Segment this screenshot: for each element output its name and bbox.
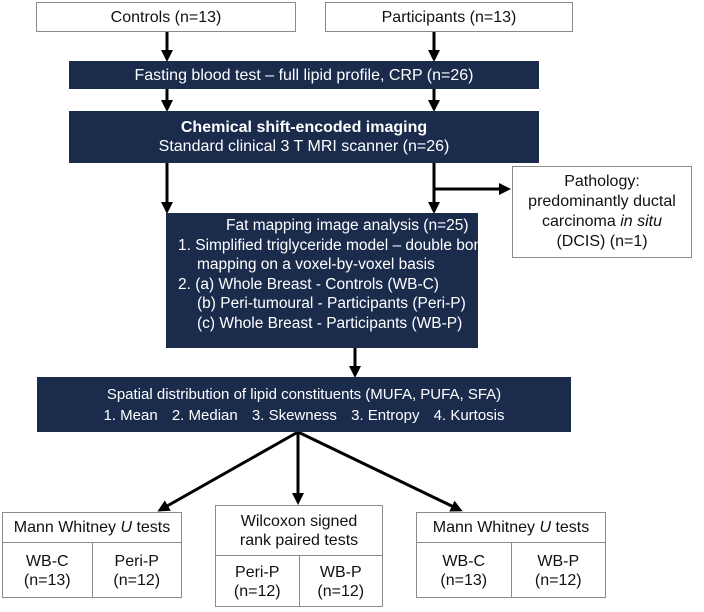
method-kurtosis: 4. Kurtosis (433, 406, 505, 424)
spatial-methods: 1. Mean 2. Median 3. Skewness 3. Entropy… (98, 406, 509, 425)
blood-test-label: Fasting blood test – full lipid profile,… (134, 66, 474, 84)
imaging-box: Chemical shift-encoded imaging Standard … (69, 111, 539, 163)
middle-test-box: Wilcoxon signed rank paired tests Peri-P… (215, 505, 383, 607)
left-test-title-pre: Mann Whitney (13, 519, 121, 536)
middle-test-columns: Peri-P (n=12) WB-P (n=12) (216, 556, 382, 607)
left-test-col1-n: (n=13) (23, 571, 71, 589)
pathology-line4: (DCIS) (n=1) (556, 233, 648, 250)
middle-test-title-line2: rank paired tests (239, 531, 359, 549)
right-test-columns: WB-C (n=13) WB-P (n=12) (417, 543, 605, 598)
fat-mapping-title: Fat mapping image analysis (n=25) (226, 217, 469, 234)
arrow-spatial-to-right-test (297, 430, 463, 512)
middle-test-title-line1: Wilcoxon signed (240, 512, 358, 530)
method-skewness: 3. Skewness (251, 406, 337, 424)
middle-test-col2-label: WB-P (319, 563, 362, 581)
imaging-subtitle: Standard clinical 3 T MRI scanner (n=26) (158, 138, 450, 155)
method-mean: 1. Mean (103, 406, 158, 424)
right-test-col2-label: WB-P (537, 552, 580, 570)
blood-test-box: Fasting blood test – full lipid profile,… (69, 61, 539, 89)
left-test-title-u: U (120, 519, 133, 536)
controls-box: Controls (n=13) (36, 2, 296, 32)
method-median: 2. Median (171, 406, 238, 424)
spatial-box: Spatial distribution of lipid constituen… (37, 377, 571, 432)
right-test-col2: WB-P (n=12) (512, 543, 606, 598)
left-test-col2-label: Peri-P (114, 552, 159, 570)
method-entropy: 3. Entropy (351, 406, 420, 424)
fat-mapping-item2c: (c) Whole Breast - Participants (WB-P) (197, 314, 463, 332)
right-test-box: Mann Whitney U tests WB-C (n=13) WB-P (n… (416, 512, 606, 598)
pathology-box: Pathology: predominantly ductal carcinom… (512, 166, 692, 258)
pathology-line3-text: carcinoma (541, 213, 621, 230)
participants-box: Participants (n=13) (325, 2, 573, 32)
right-test-title: Mann Whitney U tests (417, 513, 605, 543)
right-test-col2-n: (n=12) (534, 571, 582, 589)
pathology-line2: predominantly ductal (528, 193, 676, 210)
left-test-columns: WB-C (n=13) Peri-P (n=12) (3, 543, 181, 598)
left-test-box: Mann Whitney U tests WB-C (n=13) Peri-P … (2, 512, 182, 598)
spatial-title: Spatial distribution of lipid constituen… (106, 385, 502, 403)
middle-test-col2: WB-P (n=12) (300, 556, 383, 607)
pathology-in-situ: in situ (620, 213, 663, 230)
fat-mapping-item2b: (b) Peri-tumoural - Participants (Peri-P… (197, 295, 466, 312)
left-test-title-post: tests (132, 519, 171, 536)
pathology-line1: Pathology: (564, 173, 640, 190)
right-test-col1-label: WB-C (442, 552, 486, 570)
participants-label: Participants (n=13) (381, 8, 517, 26)
right-test-title-post: tests (551, 519, 590, 536)
fat-mapping-item1-line1: 1. Simplified triglyceride model – doubl… (178, 236, 491, 254)
fat-mapping-item1-line2: mapping on a voxel-by-voxel basis (197, 256, 435, 273)
left-test-title: Mann Whitney U tests (3, 513, 181, 543)
left-test-col1: WB-C (n=13) (3, 543, 93, 598)
fat-mapping-display: Fat mapping image analysis (n=25) 1. Sim… (166, 213, 491, 348)
right-test-col1: WB-C (n=13) (417, 543, 512, 598)
middle-test-col2-n: (n=12) (317, 582, 365, 600)
imaging-title: Chemical shift-encoded imaging (180, 119, 428, 136)
arrow-spatial-to-left-test (157, 430, 299, 512)
fat-mapping-item2a: 2. (a) Whole Breast - Controls (WB-C) (178, 275, 439, 293)
controls-label: Controls (n=13) (110, 8, 222, 26)
right-test-title-pre: Mann Whitney (432, 519, 540, 536)
left-test-col1-label: WB-C (25, 552, 69, 570)
middle-test-col1-label: Peri-P (235, 563, 280, 581)
middle-test-col1-n: (n=12) (233, 582, 281, 600)
right-test-title-u: U (539, 519, 552, 536)
left-test-col2-n: (n=12) (113, 571, 161, 589)
middle-test-col1: Peri-P (n=12) (216, 556, 300, 607)
right-test-col1-n: (n=13) (440, 571, 488, 589)
left-test-col2: Peri-P (n=12) (93, 543, 182, 598)
pathology-line3: carcinoma in situ (542, 212, 662, 232)
middle-test-title: Wilcoxon signed rank paired tests (216, 506, 382, 556)
